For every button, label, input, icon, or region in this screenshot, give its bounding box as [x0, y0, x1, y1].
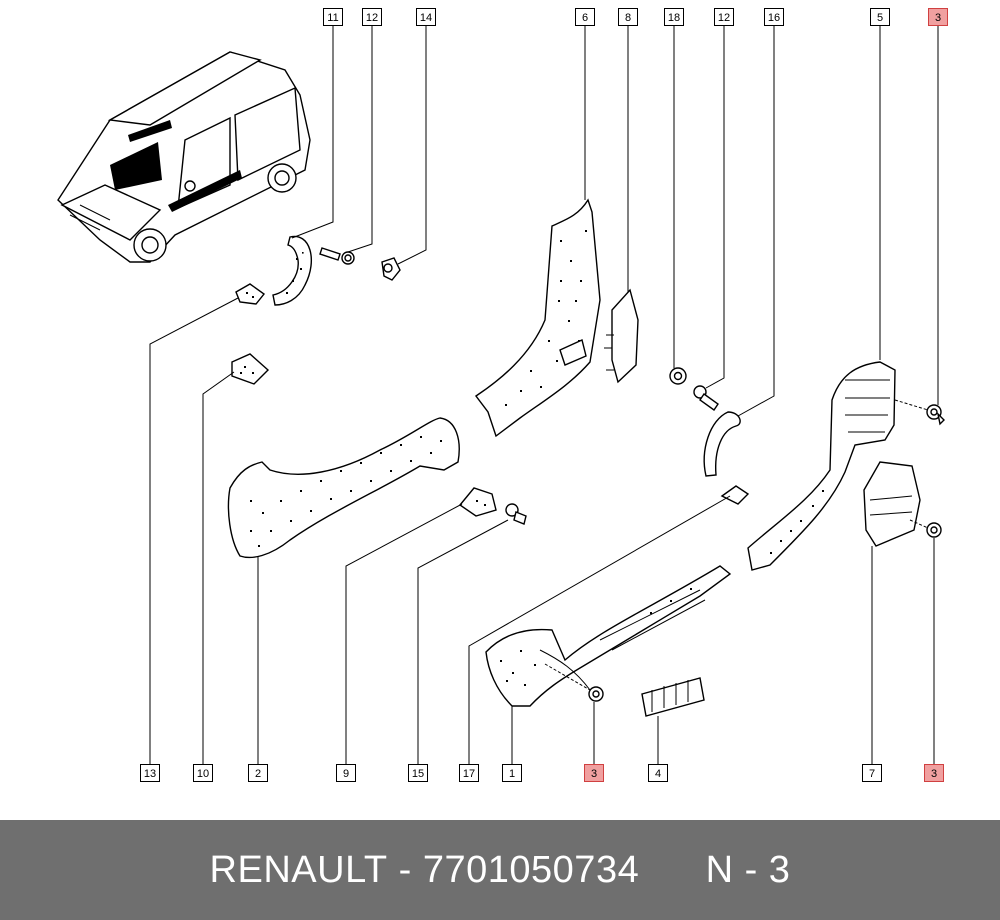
callout-box [924, 764, 944, 782]
callout-number: 17 [463, 768, 475, 780]
callout-box [408, 764, 428, 782]
bottom-callout-7: 7 [862, 764, 882, 782]
bottom-callout-4: 4 [648, 764, 668, 782]
callout-box [140, 764, 160, 782]
callout-number: 11 [327, 12, 338, 24]
top-callout-12: 12 [714, 8, 734, 26]
part-5-rear-trim [747, 361, 896, 571]
bottom-callout-17: 17 [459, 764, 479, 782]
highlighted-sill-area [168, 170, 242, 212]
top-callout-8: 8 [618, 8, 638, 26]
callouts-top: 11 12 14 6 8 18 12 16 5 3 [323, 8, 948, 26]
part-17-piece [720, 485, 750, 505]
callout-number: 12 [366, 12, 378, 24]
callout-box [618, 8, 638, 26]
callout-number: 6 [582, 12, 588, 24]
callout-number: 14 [420, 12, 432, 24]
part-3-clip-lower-right [926, 522, 942, 538]
bottom-callout-2: 2 [248, 764, 268, 782]
part-8-bracket [604, 288, 639, 384]
part-13-piece [235, 283, 266, 305]
callout-number: 16 [768, 12, 780, 24]
callout-number: 10 [197, 768, 209, 780]
callout-number: 2 [255, 768, 261, 780]
part-3-clip-upper-right [926, 404, 945, 426]
top-callout-18: 18 [664, 8, 684, 26]
footer-ref: N - 3 [705, 848, 791, 891]
top-callout-12: 12 [362, 8, 382, 26]
bottom-callout-13: 13 [140, 764, 160, 782]
bottom-callout-9: 9 [336, 764, 356, 782]
highlighted-trim-area [110, 142, 162, 190]
part-18-clip [669, 367, 687, 385]
callout-box [584, 764, 604, 782]
part-1-sill-trim [485, 565, 732, 707]
callout-number: 9 [343, 768, 349, 780]
callout-box [193, 764, 213, 782]
part-16-curved-trim [703, 411, 741, 477]
part-2-sill-trim [227, 417, 460, 559]
callout-number: 15 [412, 768, 424, 780]
callout-box [714, 8, 734, 26]
leader-lines [149, 26, 939, 764]
part-14-clip [381, 257, 401, 281]
part-10-piece [231, 353, 270, 385]
van-illustration [57, 51, 311, 263]
callout-number: 8 [625, 12, 631, 24]
top-callout-14: 14 [416, 8, 436, 26]
callout-box [648, 764, 668, 782]
callout-box [459, 764, 479, 782]
bottom-callout-10: 10 [193, 764, 213, 782]
callout-box [248, 764, 268, 782]
top-callout-5: 5 [870, 8, 890, 26]
callout-number: 18 [668, 12, 680, 24]
part-9-clip [458, 487, 497, 517]
part-15-fastener [505, 503, 527, 525]
callout-number: 5 [877, 12, 883, 24]
footer-brand: RENAULT [209, 848, 388, 891]
part-7-panel [863, 461, 921, 547]
callout-number: 13 [144, 768, 156, 780]
part-12-screw-right [693, 385, 719, 411]
bottom-callout-3: 3 [584, 764, 604, 782]
top-callout-11: 11 [323, 8, 343, 26]
callout-box [362, 8, 382, 26]
callout-box [502, 764, 522, 782]
bottom-callout-1: 1 [502, 764, 522, 782]
callout-box [416, 8, 436, 26]
callout-number: 3 [935, 12, 941, 24]
callout-box [664, 8, 684, 26]
footer-separator: - [398, 848, 412, 891]
callout-box [764, 8, 784, 26]
callout-number: 12 [718, 12, 730, 24]
footer-part-number: 7701050734 [422, 848, 640, 891]
callout-box [323, 8, 343, 26]
top-callout-16: 16 [764, 8, 784, 26]
top-callout-6: 6 [575, 8, 595, 26]
callout-number: 3 [591, 768, 597, 780]
part-12-screw-left [319, 247, 355, 265]
callout-box [870, 8, 890, 26]
callout-box [575, 8, 595, 26]
top-callout-3: 3 [928, 8, 948, 26]
part-6-pillar-trim [474, 198, 601, 438]
callout-box [862, 764, 882, 782]
footer-bar: RENAULT - 7701050734 N - 3 [0, 820, 1000, 920]
callout-number: 3 [931, 768, 937, 780]
callout-box [928, 8, 948, 26]
bottom-callout-3: 3 [924, 764, 944, 782]
callout-number: 4 [655, 768, 661, 780]
part-4-clip-strip [641, 677, 705, 717]
part-11-curved-trim [272, 235, 313, 306]
callout-number: 1 [509, 768, 515, 780]
part-3-clip-front [588, 686, 604, 702]
callout-box [336, 764, 356, 782]
callout-number: 7 [869, 768, 875, 780]
bottom-callout-15: 15 [408, 764, 428, 782]
